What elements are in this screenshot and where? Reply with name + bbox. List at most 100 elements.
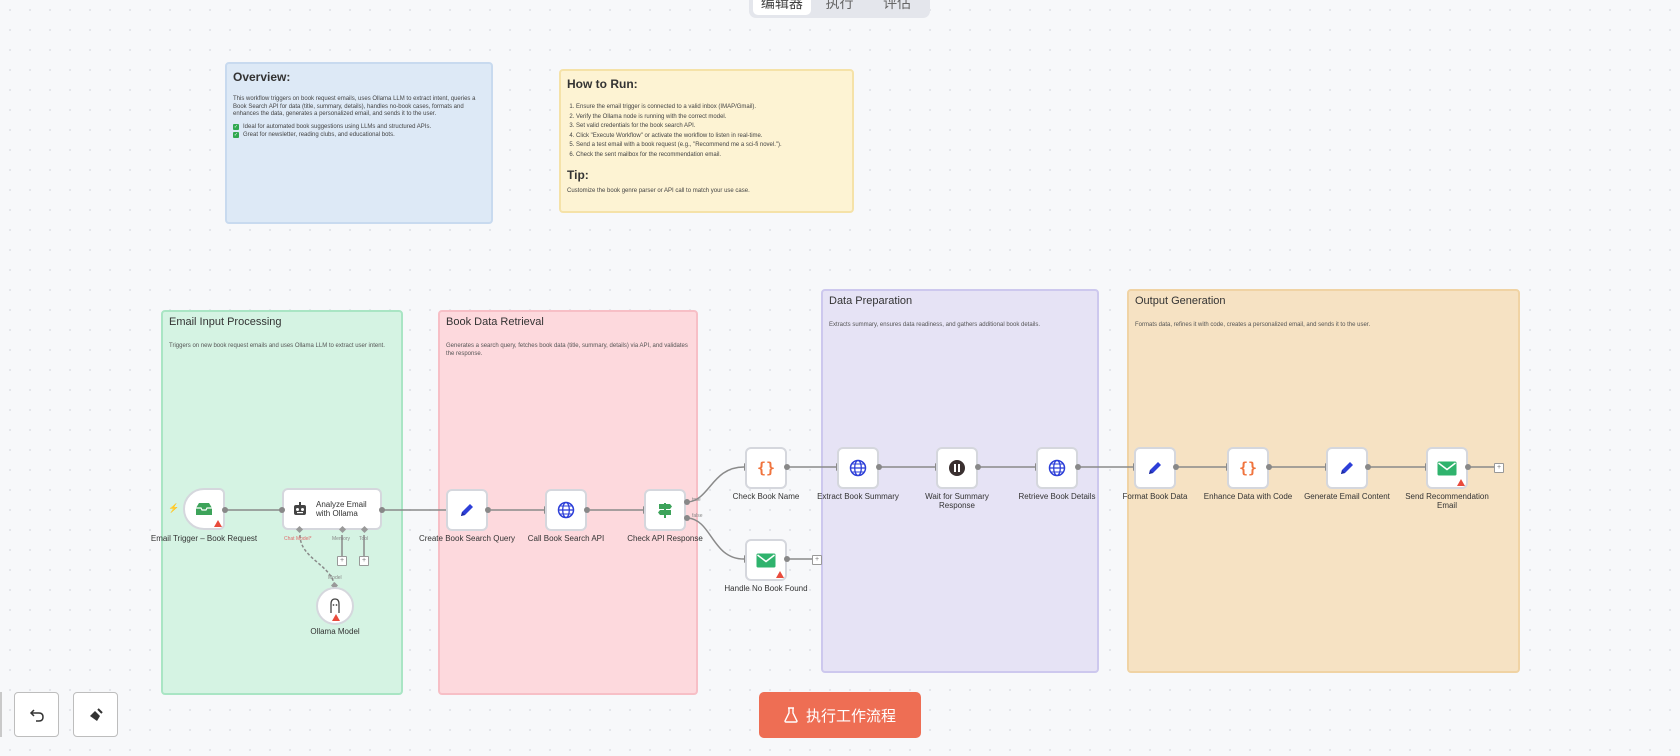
overview-note[interactable]: Overview: This workflow triggers on book… — [225, 62, 493, 224]
node-check-api[interactable] — [644, 489, 686, 531]
node-label: Send Recommendation Email — [1405, 492, 1489, 510]
node-retrieve-details[interactable] — [1036, 447, 1078, 489]
tab-executions[interactable]: 执行 — [825, 0, 854, 11]
node-enhance-code[interactable]: {} — [1227, 447, 1269, 489]
output-port[interactable] — [584, 507, 590, 513]
pencil-icon — [1149, 462, 1161, 474]
output-port[interactable] — [1365, 464, 1371, 470]
robot-icon — [294, 502, 306, 515]
output-port[interactable] — [1173, 464, 1179, 470]
output-port-true[interactable] — [684, 499, 690, 505]
group-desc: Triggers on new book request emails and … — [169, 343, 385, 349]
braces-icon: {} — [756, 459, 776, 477]
add-memory-button[interactable]: + — [337, 556, 347, 566]
node-no-book[interactable] — [745, 539, 787, 581]
add-node-button[interactable]: + — [1494, 463, 1504, 473]
group-desc: Formats data, refines it with code, crea… — [1135, 322, 1371, 328]
port-label-tool: Tool — [359, 536, 369, 542]
group-title: Book Data Retrieval — [446, 316, 544, 328]
node-generate-email[interactable] — [1326, 447, 1368, 489]
port-label-true: true — [692, 497, 701, 503]
broom-icon — [89, 707, 103, 721]
node-ollama-model[interactable] — [316, 587, 354, 625]
output-port[interactable] — [876, 464, 882, 470]
node-label: Wait for Summary Response — [925, 492, 989, 510]
tip-text: Customize the book genre parser or API c… — [567, 188, 750, 194]
checkbox-icon: ✓ — [233, 123, 239, 130]
node-label: Retrieve Book Details — [1018, 492, 1096, 501]
node-call-api[interactable] — [545, 489, 587, 531]
mailbox-icon — [196, 503, 212, 515]
node-wait-summary[interactable] — [936, 447, 978, 489]
node-email-trigger[interactable] — [183, 488, 225, 530]
node-label: Extract Book Summary — [817, 492, 899, 501]
node-label: Enhance Data with Code — [1203, 492, 1293, 501]
input-port[interactable] — [279, 507, 285, 513]
execute-workflow-button[interactable]: 执行工作流程 — [759, 692, 921, 738]
output-port[interactable] — [975, 464, 981, 470]
output-port[interactable] — [222, 507, 228, 513]
globe-icon — [849, 459, 867, 477]
node-analyze-email[interactable]: Analyze Email with Ollama — [282, 488, 382, 530]
node-extract-summary[interactable] — [837, 447, 879, 489]
output-port[interactable] — [1465, 464, 1471, 470]
group-title: Output Generation — [1135, 295, 1226, 307]
overview-bullet: ✓Great for newsletter, reading clubs, an… — [233, 131, 395, 138]
globe-icon — [1048, 459, 1066, 477]
output-port-false[interactable] — [684, 515, 690, 521]
output-port[interactable] — [1266, 464, 1272, 470]
output-port[interactable] — [784, 556, 790, 562]
output-port[interactable] — [379, 507, 385, 513]
group-desc: Extracts summary, ensures data readiness… — [829, 322, 1041, 328]
tidy-up-button[interactable] — [73, 692, 118, 737]
lightning-icon: ⚡ — [168, 503, 180, 513]
howto-steps: Ensure the email trigger is connected to… — [567, 103, 846, 160]
pencil-icon — [461, 504, 473, 516]
llama-icon — [330, 598, 340, 613]
node-label: Create Book Search Query — [418, 534, 516, 543]
signpost-icon — [658, 503, 672, 518]
howto-note[interactable]: How to Run: Ensure the email trigger is … — [559, 69, 854, 213]
node-label: Call Book Search API — [527, 534, 605, 543]
globe-icon — [557, 501, 575, 519]
output-port[interactable] — [784, 464, 790, 470]
envelope-icon — [1437, 461, 1457, 475]
node-label: Handle No Book Found — [724, 584, 808, 593]
add-node-button[interactable]: + — [812, 555, 822, 565]
howto-title: How to Run: — [567, 77, 638, 91]
node-label: Analyze Email with Ollama — [316, 500, 367, 518]
node-format-data[interactable] — [1134, 447, 1176, 489]
view-tabs: 编辑器 执行 评估 — [749, 0, 930, 18]
execute-workflow-label: 执行工作流程 — [805, 707, 896, 725]
node-create-query[interactable] — [446, 489, 488, 531]
port-label-memory: Memory — [332, 536, 351, 542]
warning-icon — [332, 614, 340, 621]
left-edge-panel — [0, 692, 2, 737]
node-check-book-name[interactable]: {} — [745, 447, 787, 489]
tab-editor[interactable]: 编辑器 — [753, 0, 811, 15]
node-label: Check API Response — [627, 534, 703, 543]
add-tool-button[interactable]: + — [359, 556, 369, 566]
node-label: Format Book Data — [1122, 492, 1188, 501]
output-port[interactable] — [485, 507, 491, 513]
port-label-model: Model — [328, 575, 342, 581]
output-port[interactable] — [1075, 464, 1081, 470]
flask-icon — [784, 707, 798, 723]
undo-icon — [29, 708, 44, 722]
tab-evaluation[interactable]: 评估 — [883, 0, 912, 11]
tip-title: Tip: — [567, 168, 589, 182]
port-label-false: false — [692, 513, 703, 519]
warning-icon — [214, 520, 222, 527]
node-send-email[interactable] — [1426, 447, 1468, 489]
group-title: Email Input Processing — [169, 316, 282, 328]
undo-button[interactable] — [14, 692, 59, 737]
node-label: Email Trigger – Book Request — [150, 534, 258, 543]
warning-icon — [1457, 479, 1465, 486]
warning-icon — [776, 571, 784, 578]
group-title: Data Preparation — [829, 295, 913, 307]
envelope-icon — [756, 553, 776, 567]
overview-title: Overview: — [233, 70, 291, 84]
braces-icon: {} — [1238, 459, 1258, 477]
pencil-icon — [1341, 462, 1353, 474]
